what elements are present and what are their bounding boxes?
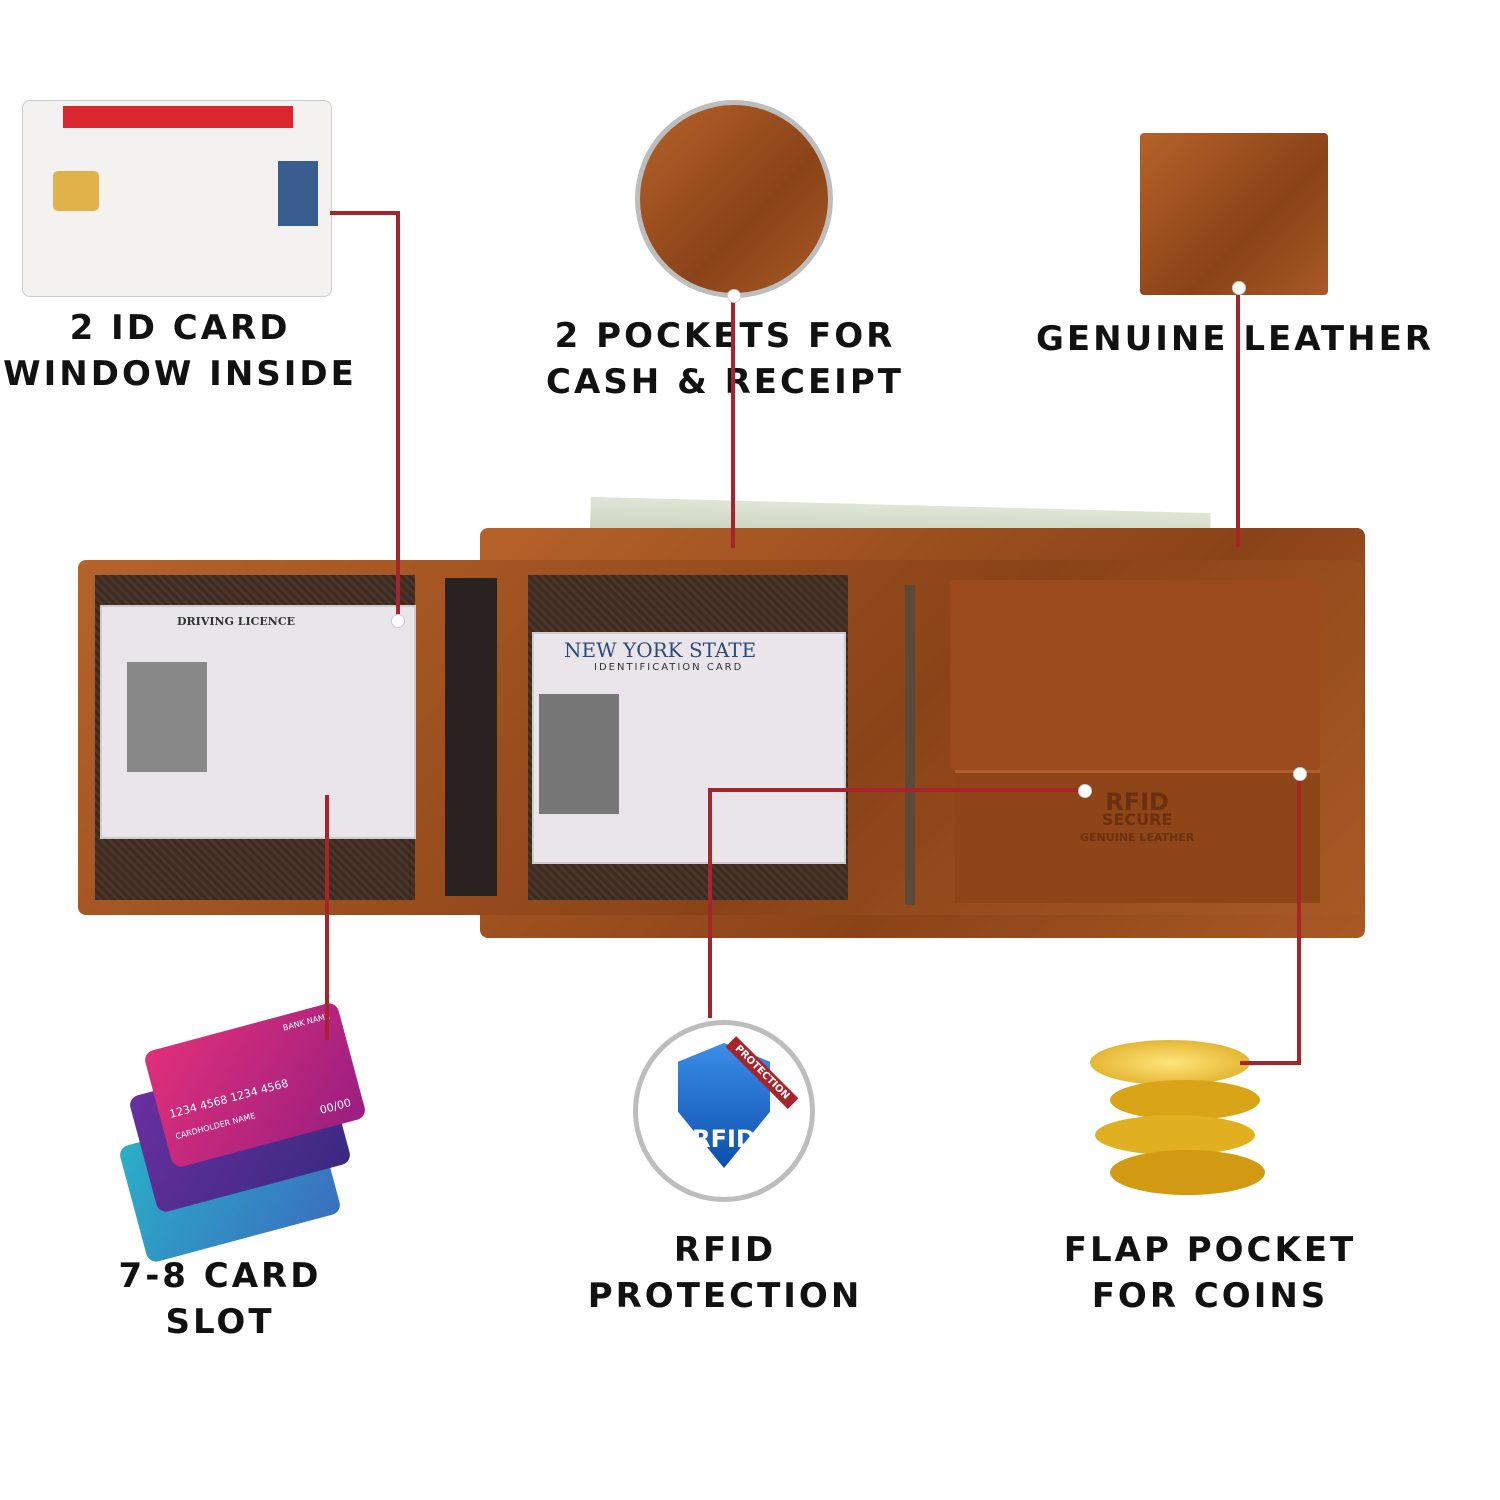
rfid-label: RFID PROTECTION xyxy=(560,1227,890,1319)
label-line: 2 POCKETS FOR xyxy=(554,316,896,356)
connector-dot xyxy=(1232,281,1246,295)
connector-id xyxy=(396,211,400,621)
emboss-line: GENUINE LEATHER xyxy=(1080,831,1195,844)
connector-dot xyxy=(1078,784,1092,798)
pocket-closeup-image xyxy=(635,100,833,298)
flap xyxy=(950,580,1320,770)
label-line: CASH & RECEIPT xyxy=(546,362,904,402)
card-subtitle: IDENTIFICATION CARD xyxy=(594,662,744,673)
chip-icon xyxy=(53,171,99,211)
card-title: DRIVING LICENCE xyxy=(177,615,295,628)
label-line: FOR COINS xyxy=(1091,1276,1329,1316)
flap-label: FLAP POCKET FOR COINS xyxy=(1040,1227,1380,1319)
card-title: NEW YORK STATE xyxy=(564,638,757,662)
label-line: SLOT xyxy=(165,1302,275,1342)
label-line: GENUINE LEATHER xyxy=(1036,319,1434,359)
closed-wallet-image xyxy=(1140,133,1328,295)
center-strap xyxy=(445,578,497,896)
bank-name: BANK NAME xyxy=(281,1011,331,1033)
genuine-leather-label: GENUINE LEATHER xyxy=(1020,316,1450,362)
connector-dot xyxy=(391,614,405,628)
card-slot-label: 7-8 CARD SLOT xyxy=(80,1253,360,1345)
rfid-emboss: RFID SECURE GENUINE LEATHER xyxy=(1080,788,1195,847)
connector-leather xyxy=(1236,287,1240,547)
pockets-label: 2 POCKETS FOR CASH & RECEIPT xyxy=(520,313,930,405)
emboss-line: SECURE xyxy=(1101,810,1173,829)
connector-dot xyxy=(727,289,741,303)
rfid-badge-text: RFID xyxy=(692,1125,756,1153)
id-card-image xyxy=(22,100,332,297)
label-line: 7-8 CARD xyxy=(118,1256,322,1296)
connector-id xyxy=(330,211,399,215)
connector-rfid xyxy=(708,788,712,1018)
coins-image xyxy=(1090,1040,1270,1200)
label-line: FLAP POCKET xyxy=(1063,1230,1357,1270)
label-line: WINDOW INSIDE xyxy=(3,354,357,394)
coin-pocket: RFID SECURE GENUINE LEATHER xyxy=(955,770,1320,903)
left-id-card: DRIVING LICENCE xyxy=(100,605,416,839)
rfid-badge: RFID PROTECTION xyxy=(633,1020,815,1202)
connector-pockets xyxy=(731,295,735,548)
id-window-label: 2 ID CARD WINDOW INSIDE xyxy=(0,305,360,397)
connector-card-slot xyxy=(325,795,329,1040)
label-line: PROTECTION xyxy=(587,1276,863,1316)
right-id-card: NEW YORK STATE IDENTIFICATION CARD xyxy=(532,632,846,864)
card-number: 1234 4568 1234 4568 xyxy=(168,1076,290,1121)
label-line: 2 ID CARD xyxy=(69,308,291,348)
connector-flap xyxy=(1297,773,1301,1065)
connector-dot xyxy=(1293,767,1307,781)
connector-rfid xyxy=(708,788,1086,792)
label-line: RFID xyxy=(673,1230,777,1270)
connector-flap xyxy=(1240,1061,1301,1065)
zipper xyxy=(905,585,915,905)
emboss-line: RFID xyxy=(1105,788,1169,816)
card-expiry: 00/00 xyxy=(318,1096,353,1117)
